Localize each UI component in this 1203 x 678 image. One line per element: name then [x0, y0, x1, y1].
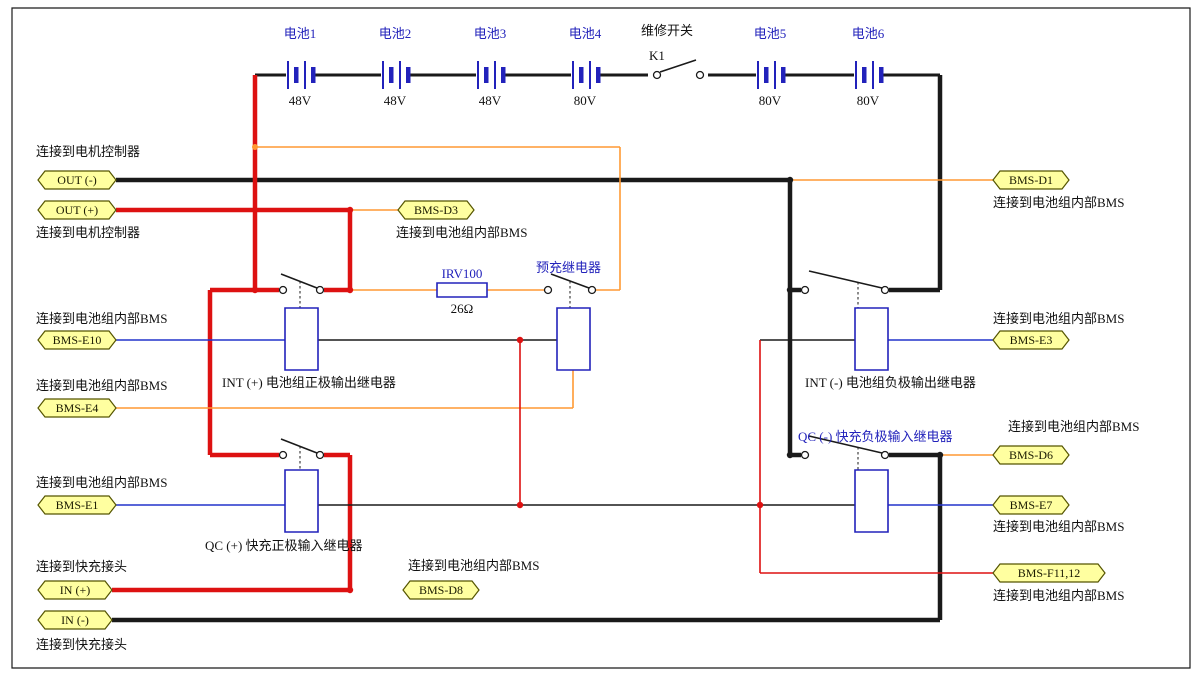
relay-int-plus-coil	[285, 308, 318, 370]
tag-in-plus: IN (+)	[59, 583, 91, 597]
relay-qc-plus-label: QC (+) 快充正极输入继电器	[205, 538, 363, 553]
tag-bms-e1-shape	[38, 496, 116, 514]
note-bms-internal-6: 连接到电池组内部BMS	[993, 195, 1125, 210]
note-charger-1: 连接到快充接头	[36, 559, 128, 574]
tag-out-plus: OUT (+)	[55, 203, 99, 217]
tag-bms-e3: BMS-E3	[1009, 333, 1053, 347]
tag-bms-d1-shape	[993, 171, 1069, 189]
tag-bms-d8: BMS-D8	[418, 583, 463, 597]
relay-int-minus-contact	[802, 271, 889, 308]
tag-bms-e10-shape	[38, 331, 116, 349]
note-bms-internal-8: 连接到电池组内部BMS	[1008, 419, 1140, 434]
tag-out-minus: OUT (-)	[57, 173, 97, 187]
orange-sense-wires	[116, 147, 993, 455]
tag-bms-d6-shape	[993, 446, 1069, 464]
relay-int-minus-coil	[855, 308, 888, 370]
relay-qc-minus-coil	[855, 470, 888, 532]
blue-bms-wires	[116, 340, 993, 505]
relay-qc-plus-coil	[285, 470, 318, 532]
tag-bms-d8-shape	[403, 581, 479, 599]
battery-2-symbol	[381, 58, 411, 92]
maintenance-switch-designator: K1	[649, 48, 665, 63]
note-motor-controller-1: 连接到电机控制器	[36, 144, 141, 159]
battery-3-symbol	[476, 58, 506, 92]
maintenance-switch-label: 维修开关	[641, 23, 694, 38]
note-motor-controller-2: 连接到电机控制器	[36, 225, 141, 240]
note-bms-internal-2: 连接到电池组内部BMS	[36, 378, 168, 393]
tag-bms-f11-12: BMS-F11,12	[1017, 566, 1081, 580]
note-bms-internal-9: 连接到电池组内部BMS	[993, 519, 1125, 534]
battery-4-symbol	[571, 58, 601, 92]
tag-bms-e7: BMS-E7	[1009, 498, 1053, 512]
relay-precharge-contact	[545, 274, 596, 308]
relay-qc-minus-contact	[802, 436, 889, 470]
tag-out-minus-shape	[38, 171, 116, 189]
tag-in-minus-shape	[38, 611, 112, 629]
tag-out-plus-shape	[38, 201, 116, 219]
battery-6-voltage: 80V	[856, 93, 880, 108]
battery-1-label: 电池1	[283, 26, 317, 41]
relay-int-plus-contact	[280, 274, 324, 308]
note-bms-internal-7: 连接到电池组内部BMS	[993, 311, 1125, 326]
tag-in-minus: IN (-)	[61, 613, 89, 627]
battery-5-voltage: 80V	[758, 93, 782, 108]
note-bms-internal-4: 连接到电池组内部BMS	[396, 225, 528, 240]
battery-5-label: 电池5	[753, 26, 787, 41]
battery-6-symbol	[854, 58, 884, 92]
battery-3-label: 电池3	[473, 26, 507, 41]
negative-power-wires	[112, 75, 940, 620]
precharge-resistor-label: IRV100	[441, 266, 483, 281]
tag-bms-d3: BMS-D3	[413, 203, 458, 217]
tag-bms-e3-shape	[993, 331, 1069, 349]
sheet-border	[12, 8, 1190, 668]
tag-bms-e7-shape	[993, 496, 1069, 514]
precharge-resistor-value: 26Ω	[450, 301, 474, 316]
note-bms-internal-5: 连接到电池组内部BMS	[408, 558, 540, 573]
relay-int-minus-label: INT (-) 电池组负极输出继电器	[805, 375, 976, 390]
relay-int-plus-label: INT (+) 电池组正极输出继电器	[222, 375, 396, 390]
tag-bms-e1: BMS-E1	[55, 498, 99, 512]
battery-6-label: 电池6	[851, 26, 885, 41]
relay-qc-plus-contact	[280, 439, 324, 470]
battery-3-voltage: 48V	[478, 93, 502, 108]
tag-bms-d6: BMS-D6	[1008, 448, 1053, 462]
precharge-resistor	[437, 283, 487, 297]
battery-4-voltage: 80V	[573, 93, 597, 108]
positive-power-wires	[112, 75, 350, 590]
red-common-wires	[520, 340, 993, 573]
tag-bms-d3-shape	[398, 201, 474, 219]
battery-symbols	[286, 58, 884, 92]
note-bms-internal-1: 连接到电池组内部BMS	[36, 311, 168, 326]
precharge-relay-label: 预充继电器	[536, 260, 602, 275]
relay-precharge-coil	[557, 308, 590, 370]
tag-bms-f1112-shape	[993, 564, 1105, 582]
tag-in-plus-shape	[38, 581, 112, 599]
battery-5-symbol	[756, 58, 786, 92]
net-tag-shapes	[38, 171, 1105, 629]
tag-bms-e4-shape	[38, 399, 116, 417]
battery-4-label: 电池4	[568, 26, 602, 41]
battery-2-voltage: 48V	[383, 93, 407, 108]
note-bms-internal-3: 连接到电池组内部BMS	[36, 475, 168, 490]
battery-2-label: 电池2	[378, 26, 412, 41]
tag-bms-e10: BMS-E10	[52, 333, 102, 347]
junction-dots	[251, 144, 944, 594]
battery-1-voltage: 48V	[288, 93, 312, 108]
note-charger-2: 连接到快充接头	[36, 637, 128, 652]
tag-bms-d1: BMS-D1	[1008, 173, 1053, 187]
relay-qc-minus-label: QC (-) 快充负极输入继电器	[798, 429, 953, 444]
note-bms-internal-10: 连接到电池组内部BMS	[993, 588, 1125, 603]
tag-bms-e4: BMS-E4	[55, 401, 99, 415]
battery-1-symbol	[286, 58, 316, 92]
maintenance-switch-symbol	[648, 60, 708, 88]
